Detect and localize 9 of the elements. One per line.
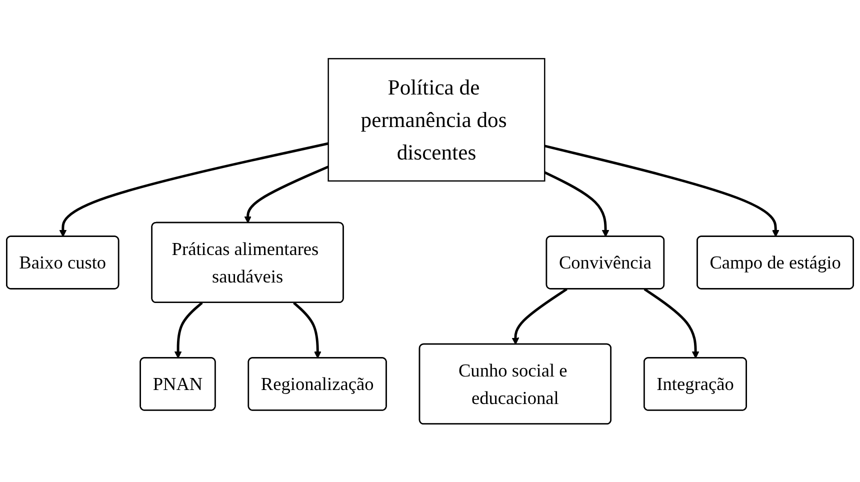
arrow [244,165,329,224]
arrow [644,288,700,358]
arrow [59,142,329,237]
arrow [544,144,780,237]
arrow [512,288,568,344]
arrow [544,170,610,237]
arrow [293,302,322,358]
node-box: Política de permanência dos discentes [328,58,546,182]
arrow [174,302,203,358]
